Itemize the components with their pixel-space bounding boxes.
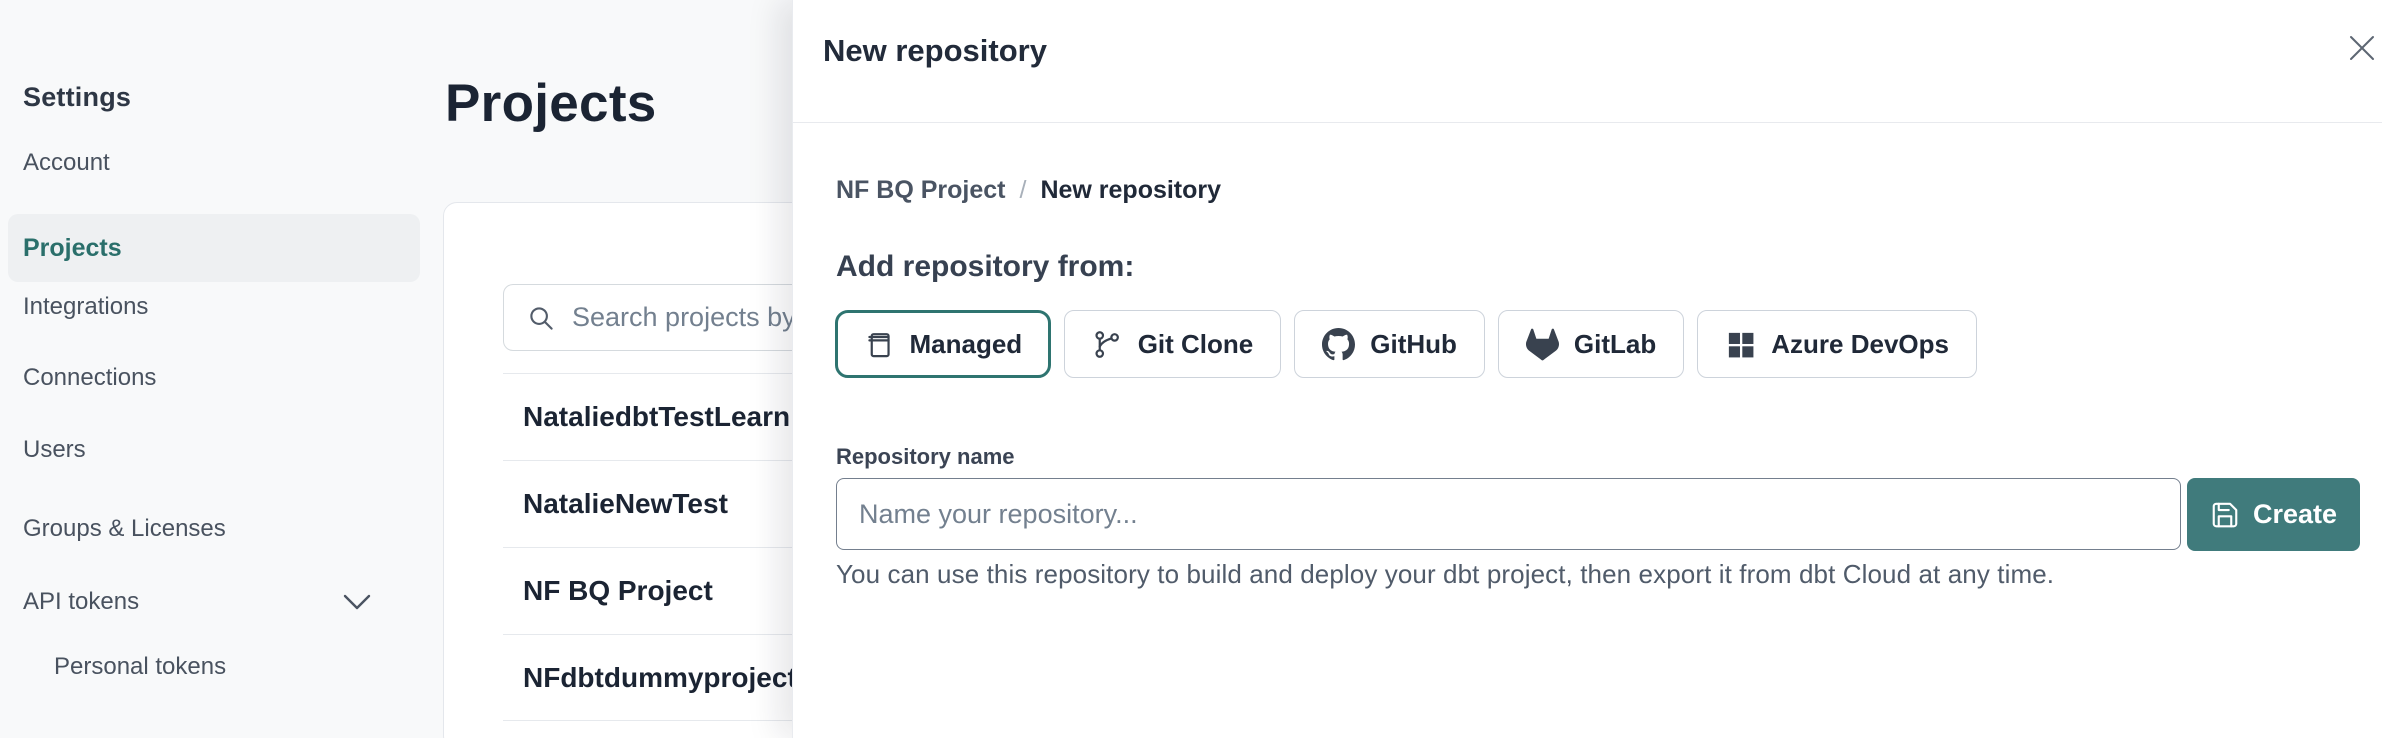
sidebar-item-connections[interactable]: Connections — [23, 364, 157, 391]
add-repository-heading: Add repository from: — [836, 250, 1135, 283]
save-icon — [2212, 502, 2238, 527]
sidebar-item-groups-licenses[interactable]: Groups & Licenses — [23, 515, 226, 542]
source-option-label: Git Clone — [1137, 328, 1254, 359]
sidebar-item-api-tokens[interactable]: API tokens — [23, 587, 420, 617]
source-option-github[interactable]: GitHub — [1294, 310, 1485, 378]
project-name: NataliedbtTestLearn T — [523, 401, 815, 432]
helper-text: You can use this repository to build and… — [836, 559, 2055, 589]
sidebar-item-label: Projects — [23, 234, 122, 262]
sidebar-item-users[interactable]: Users — [23, 436, 86, 463]
source-option-gitlab[interactable]: GitLab — [1497, 310, 1685, 378]
breadcrumb: NF BQ Project / New repository — [836, 176, 1221, 205]
sidebar-item-personal-tokens[interactable]: Personal tokens — [54, 653, 227, 680]
chevron-down-icon — [343, 594, 371, 610]
source-option-git-clone[interactable]: Git Clone — [1063, 310, 1282, 378]
sidebar-item-projects[interactable]: Projects — [8, 214, 420, 282]
breadcrumb-parent[interactable]: NF BQ Project — [836, 176, 1006, 204]
create-button-label: Create — [2252, 499, 2337, 529]
modal-title: New repository — [823, 33, 1047, 68]
settings-sidebar: Settings Account Projects Integrations C… — [0, 0, 443, 738]
azure-devops-icon — [1729, 332, 1754, 357]
project-name: NatalieNewTest — [523, 488, 728, 519]
sidebar-item-account[interactable]: Account — [23, 149, 110, 176]
sidebar-item-label: API tokens — [23, 588, 140, 615]
repository-name-input[interactable] — [836, 478, 2181, 550]
git-branch-icon — [1095, 330, 1119, 358]
github-icon — [1322, 327, 1356, 360]
page-title: Projects — [445, 74, 657, 133]
source-option-label: Azure DevOps — [1771, 328, 1949, 359]
source-option-managed[interactable]: Managed — [835, 310, 1051, 378]
search-icon — [530, 306, 553, 330]
source-option-label: Managed — [909, 328, 1023, 359]
breadcrumb-separator: / — [1019, 176, 1027, 204]
new-repository-modal: New repository NF BQ Project / New repos… — [792, 0, 2382, 738]
project-name: NF BQ Project — [523, 575, 713, 606]
source-option-azure-devops[interactable]: Azure DevOps — [1697, 310, 1977, 378]
modal-header: New repository — [793, 0, 2382, 123]
repository-source-options: Managed Git Clone GitHub — [835, 310, 1977, 378]
sidebar-title: Settings — [23, 82, 132, 112]
source-option-label: GitLab — [1573, 328, 1657, 359]
close-icon-glyph — [2350, 36, 2374, 60]
create-button[interactable]: Create — [2186, 478, 2360, 551]
sidebar-item-integrations[interactable]: Integrations — [23, 293, 149, 320]
repository-name-label: Repository name — [836, 444, 1015, 469]
project-name: NFdbtdummyproject — [523, 661, 797, 693]
source-option-label: GitHub — [1370, 328, 1457, 359]
breadcrumb-current: New repository — [1040, 176, 1222, 204]
gitlab-icon — [1525, 328, 1559, 360]
repo-icon — [867, 332, 890, 357]
close-icon[interactable] — [2345, 31, 2379, 65]
